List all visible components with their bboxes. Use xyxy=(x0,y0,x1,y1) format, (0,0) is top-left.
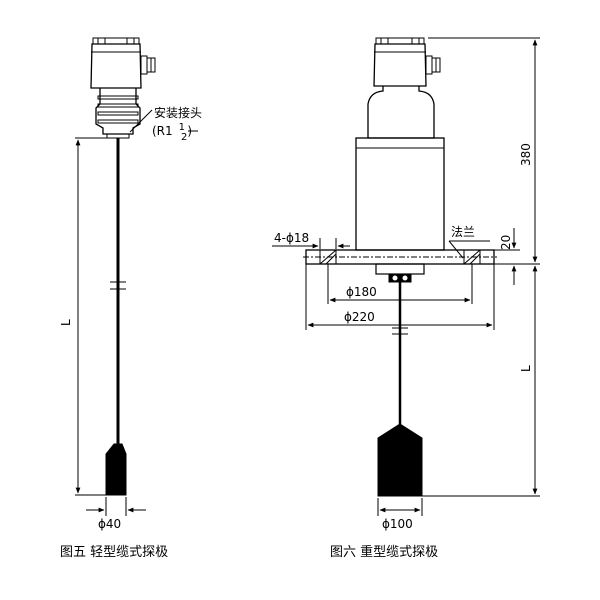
fig6-caption: 图六 重型缆式探极 xyxy=(330,544,438,560)
fig6-diameter-dimension: ϕ100 xyxy=(377,498,423,531)
fig5-mount-leader xyxy=(129,109,153,133)
fig6-neck xyxy=(367,86,435,139)
fig6-diameter-label: ϕ100 xyxy=(382,517,413,531)
fig6-flange-outer-label: ϕ220 xyxy=(344,310,375,324)
fig5-diameter-dimension: ϕ40 xyxy=(86,497,146,531)
fig6-holes-dimension: 4-ϕ18 xyxy=(272,231,350,249)
fig6-weight xyxy=(377,423,423,497)
fig6-flange-label: 法兰 xyxy=(451,225,475,239)
fig6-flange xyxy=(303,249,497,265)
fig5-length-dimension: L xyxy=(59,137,107,496)
fig6-flange-thickness-label: 20 xyxy=(499,235,513,250)
fig6-height-dimension: 380 xyxy=(428,37,540,265)
fig6-bottom-fitting xyxy=(375,263,425,283)
fig6-holes-label: 4-ϕ18 xyxy=(274,231,309,245)
fig5-mount-label: 安装接头 xyxy=(154,105,202,120)
fig6-height-label: 380 xyxy=(519,143,533,166)
fig5-weight xyxy=(105,443,127,496)
fig6-length-dimension: L xyxy=(422,265,540,497)
fig6-main-body xyxy=(355,137,445,251)
fig5-diameter-label: ϕ40 xyxy=(98,517,121,531)
fig6-flange-thickness-dimension: 20 xyxy=(494,228,520,285)
figure-6-heavy-cable-probe: 法兰 4-ϕ18 ϕ180 ϕ220 xyxy=(272,37,540,560)
fig5-terminal-head xyxy=(90,37,156,89)
fig6-cable-break xyxy=(392,327,408,335)
fig6-length-label: L xyxy=(519,365,533,372)
fig5-caption: 图五 轻型缆式探极 xyxy=(60,544,168,560)
fig6-bolt-circle-label: ϕ180 xyxy=(346,285,377,299)
fig5-cable-break xyxy=(110,281,126,290)
fig6-terminal-head xyxy=(373,37,441,87)
fig5-threaded-body xyxy=(95,88,141,139)
fig5-length-label: L xyxy=(59,319,73,326)
